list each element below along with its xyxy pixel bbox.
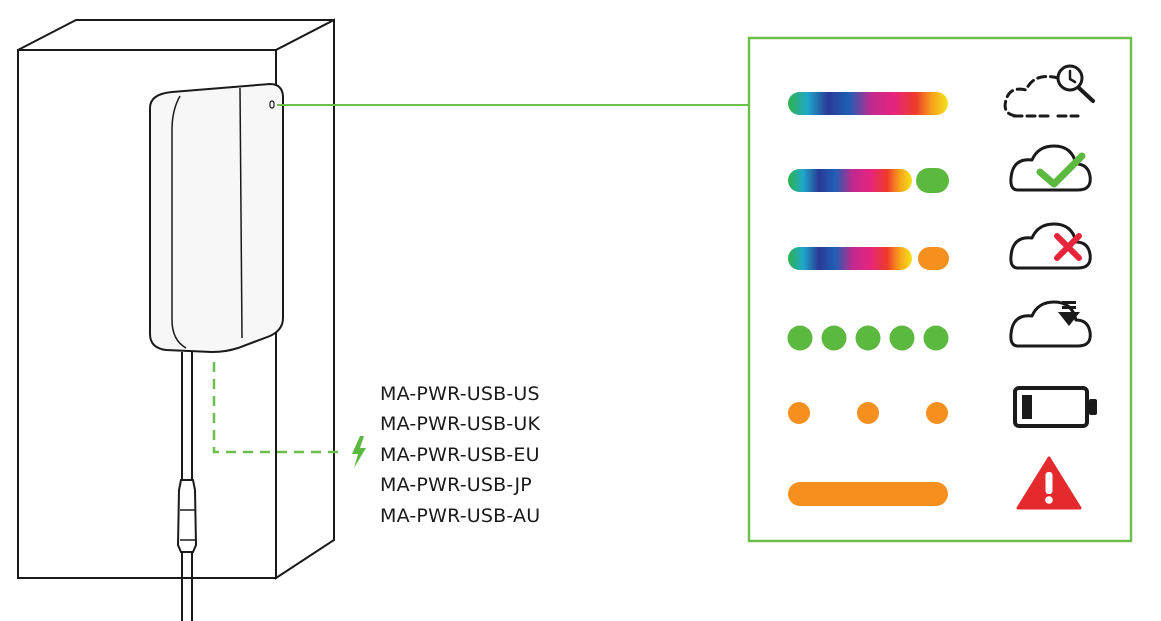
power-bolt-icon: [352, 436, 366, 468]
psu-model-eu: MA-PWR-USB-EU: [380, 444, 540, 466]
status-led: [269, 100, 275, 109]
psu-model-uk: MA-PWR-USB-UK: [380, 413, 541, 435]
cloud-search-icon: [1003, 64, 1095, 118]
psu-model-au: MA-PWR-USB-AU: [380, 505, 540, 527]
access-point-device: [149, 82, 284, 354]
low-battery-icon: [1013, 386, 1097, 428]
led-pattern-rainbow-orange-dot: [788, 247, 949, 270]
psu-model-jp: MA-PWR-USB-JP: [380, 474, 532, 496]
led-pattern-rainbow-green-dot: [788, 168, 949, 193]
led-pattern-rainbow-bar: [788, 92, 948, 115]
psu-model-us: MA-PWR-USB-US: [380, 383, 540, 405]
led-pattern-five-green-dots: [787, 325, 949, 351]
cloud-download-icon: [1009, 300, 1092, 348]
power-callout-line: [212, 362, 344, 454]
cloud-check-icon: [1009, 144, 1092, 192]
led-pattern-solid-orange-bar: [788, 482, 948, 506]
power-cable: [176, 352, 198, 621]
cloud-error-icon: [1009, 222, 1092, 270]
warning-icon: [1016, 456, 1082, 510]
led-legend-frame: [747, 36, 1133, 543]
power-supply-model-list: MA-PWR-USB-US MA-PWR-USB-UK MA-PWR-USB-E…: [380, 383, 541, 527]
led-pattern-three-orange-dots: [788, 402, 948, 424]
